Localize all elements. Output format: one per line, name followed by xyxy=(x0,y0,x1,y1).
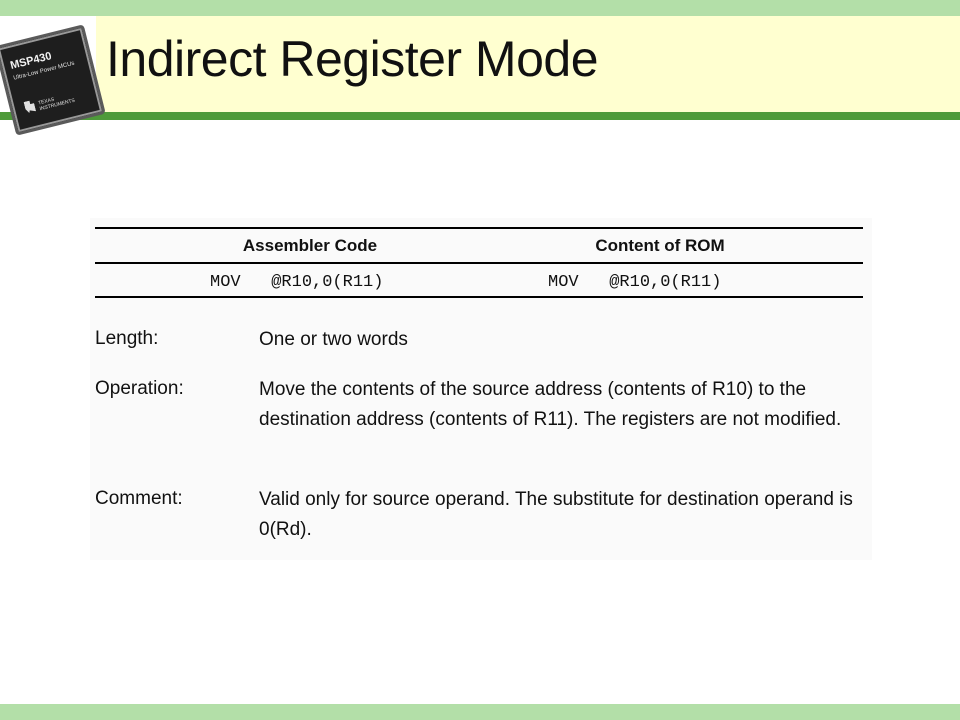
title-bar xyxy=(0,16,960,112)
table-header-assembler-code: Assembler Code xyxy=(242,236,378,255)
table-cell-assembler-code: MOV @R10,0(R11) xyxy=(210,273,384,292)
title-divider xyxy=(0,112,960,120)
table-cell-rom-content: MOV @R10,0(R11) xyxy=(548,273,722,292)
table-top-rule xyxy=(95,227,863,229)
document-excerpt xyxy=(90,218,872,560)
table-header-rule xyxy=(95,262,863,264)
table-bottom-rule xyxy=(95,296,863,298)
comment-label: Comment: xyxy=(95,488,183,509)
bottom-accent-band xyxy=(0,704,960,720)
top-accent-band xyxy=(0,0,960,16)
ti-logo-icon xyxy=(24,100,37,114)
table-header-rom-content: Content of ROM xyxy=(595,236,725,255)
operation-text: Move the contents of the source address … xyxy=(259,379,842,430)
comment-text: Valid only for source operand. The subst… xyxy=(259,489,853,540)
length-text: One or two words xyxy=(259,329,408,350)
operation-label: Operation: xyxy=(95,378,184,399)
length-label: Length: xyxy=(95,328,159,349)
page-title: Indirect Register Mode xyxy=(106,31,599,87)
